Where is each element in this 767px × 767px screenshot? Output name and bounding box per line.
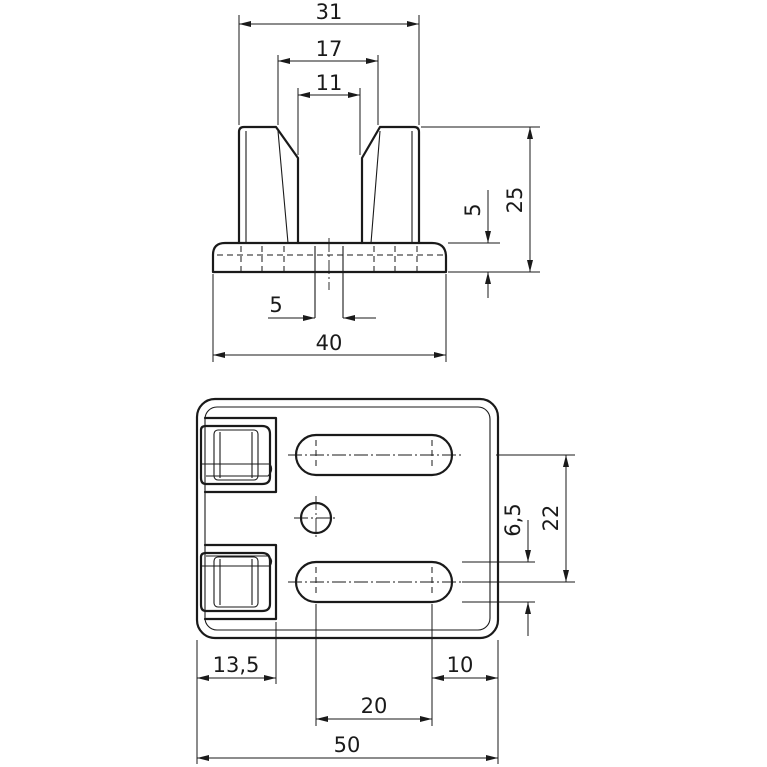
front-view: 31 17 11 25 5 5 40 bbox=[211, 0, 540, 362]
dim-11-label: 11 bbox=[316, 71, 343, 95]
dim-20-label: 20 bbox=[361, 694, 388, 718]
clip-top bbox=[199, 416, 278, 494]
dim-65-label: 6,5 bbox=[501, 503, 525, 536]
left-prong-bevel bbox=[277, 130, 289, 244]
clip-top-outer bbox=[199, 424, 272, 486]
left-prong-outline bbox=[237, 125, 300, 245]
dim-40-label: 40 bbox=[316, 331, 343, 355]
dim-17-label: 17 bbox=[316, 37, 343, 61]
dim-5h-label: 5 bbox=[269, 293, 282, 317]
dim-31-label: 31 bbox=[316, 0, 343, 24]
dim-22-label: 22 bbox=[539, 505, 563, 532]
right-prong-bevel bbox=[370, 130, 381, 244]
dim-50-label: 50 bbox=[334, 733, 361, 757]
plan-view: 22 6,5 13,5 10 20 50 bbox=[195, 397, 575, 764]
plan-outer-outline bbox=[195, 397, 500, 640]
base-plate-outline bbox=[211, 241, 448, 274]
clip-top-lip bbox=[200, 463, 273, 477]
clip-bottom-inner bbox=[213, 556, 259, 608]
dim-25-label: 25 bbox=[503, 187, 527, 214]
clip-top-inner bbox=[213, 429, 259, 481]
clip-bottom-frame bbox=[203, 543, 278, 621]
dim-10-label: 10 bbox=[447, 653, 474, 677]
clip-top-frame bbox=[203, 416, 278, 494]
clip-bottom-outer bbox=[199, 551, 272, 613]
dim-135-label: 13,5 bbox=[213, 653, 260, 677]
right-prong-outline bbox=[360, 125, 421, 245]
dim-5v-label: 5 bbox=[461, 203, 485, 216]
clip-bottom-lip bbox=[200, 555, 273, 567]
plan-inner-outline bbox=[204, 406, 491, 631]
clip-bottom bbox=[199, 543, 278, 621]
